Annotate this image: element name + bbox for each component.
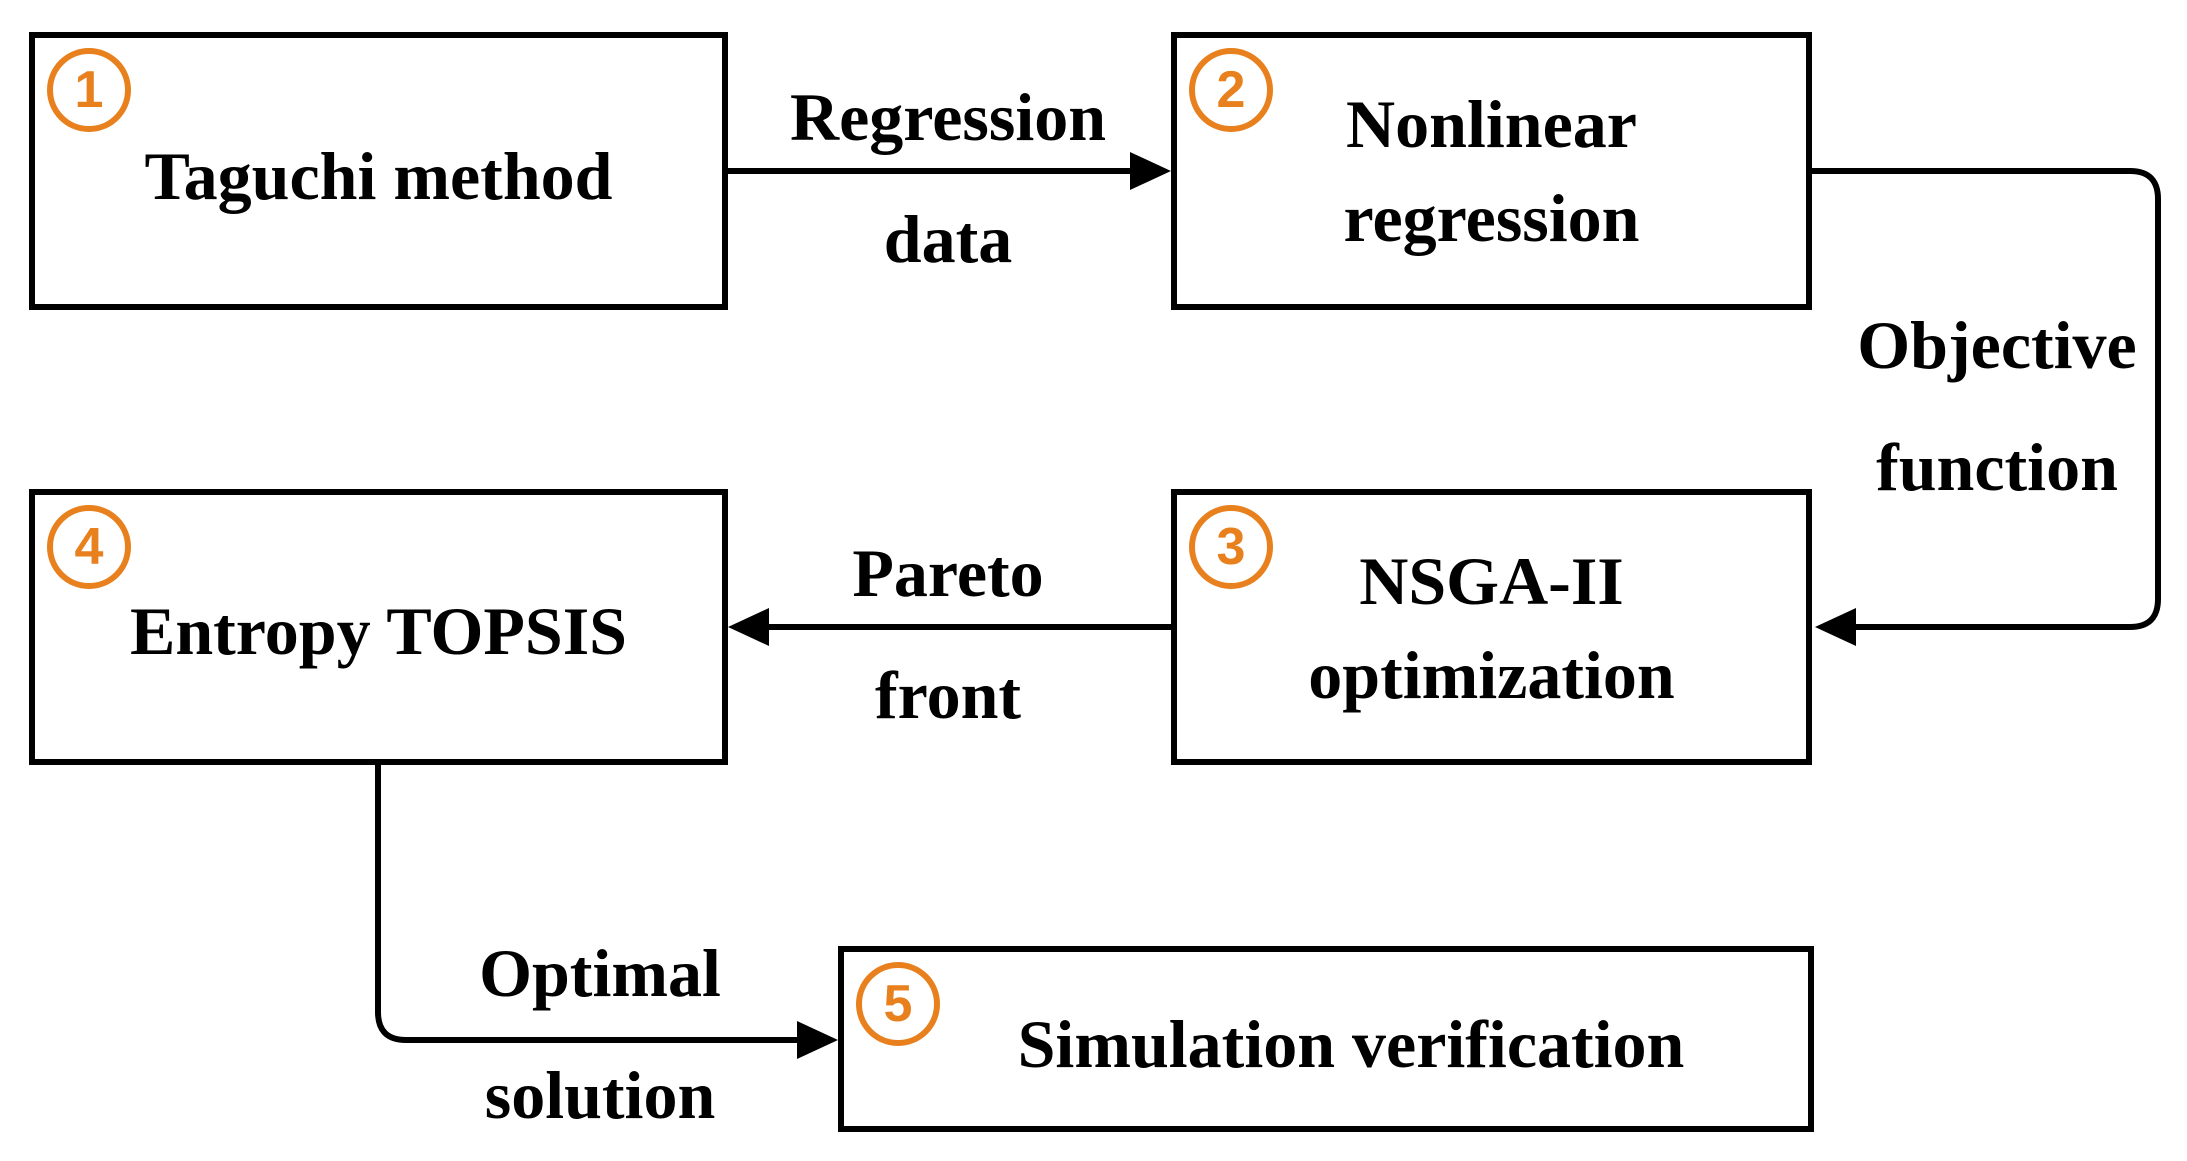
step-number-badge: 5 — [856, 962, 940, 1046]
edge-label-regression-data-line-1: Regression — [789, 79, 1107, 155]
arrowhead-1-2 — [1130, 152, 1171, 190]
edge-label-optimal-solution-line-1: Optimal — [479, 935, 721, 1011]
edge-line-4-5 — [375, 763, 800, 1043]
step-label: Taguchi method — [144, 138, 613, 214]
step-label-line-1: NSGA-II — [1359, 543, 1624, 619]
arrowhead-2-3 — [1815, 608, 1856, 646]
arrowhead-4-5 — [797, 1021, 838, 1059]
step-number-badge: 3 — [1189, 505, 1273, 589]
step-label-line-2: regression — [1343, 180, 1640, 256]
edge-line-2-3 — [1812, 168, 2161, 630]
edge-label-pareto-front-line-1: Pareto — [852, 535, 1044, 611]
edge-label-pareto-front-line-2: front — [874, 657, 1022, 733]
step-number-badge: 2 — [1189, 48, 1273, 132]
step-box-entropy-topsis: 4 Entropy TOPSIS — [29, 489, 728, 765]
step-box-taguchi: 1 Taguchi method — [29, 32, 728, 310]
step-box-nonlinear-regression: 2 Nonlinear regression — [1171, 32, 1812, 310]
edge-label-optimal-solution-line-2: solution — [484, 1057, 716, 1133]
edge-label-objective-function-line-2: function — [1876, 429, 2118, 505]
edge-label-regression-data-line-2: data — [883, 201, 1013, 277]
step-label: Simulation verification — [1017, 1006, 1685, 1082]
step-label-line-1: Nonlinear — [1346, 86, 1637, 162]
step-number-badge: 1 — [47, 48, 131, 132]
step-box-nsga-ii: 3 NSGA-II optimization — [1171, 489, 1812, 765]
step-number-badge: 4 — [47, 505, 131, 589]
step-label: Entropy TOPSIS — [129, 593, 628, 669]
edge-label-objective-function-line-1: Objective — [1857, 307, 2137, 383]
step-label-line-2: optimization — [1308, 637, 1675, 713]
arrowhead-3-4 — [728, 608, 769, 646]
step-box-simulation-verification: 5 Simulation verification — [838, 946, 1814, 1132]
